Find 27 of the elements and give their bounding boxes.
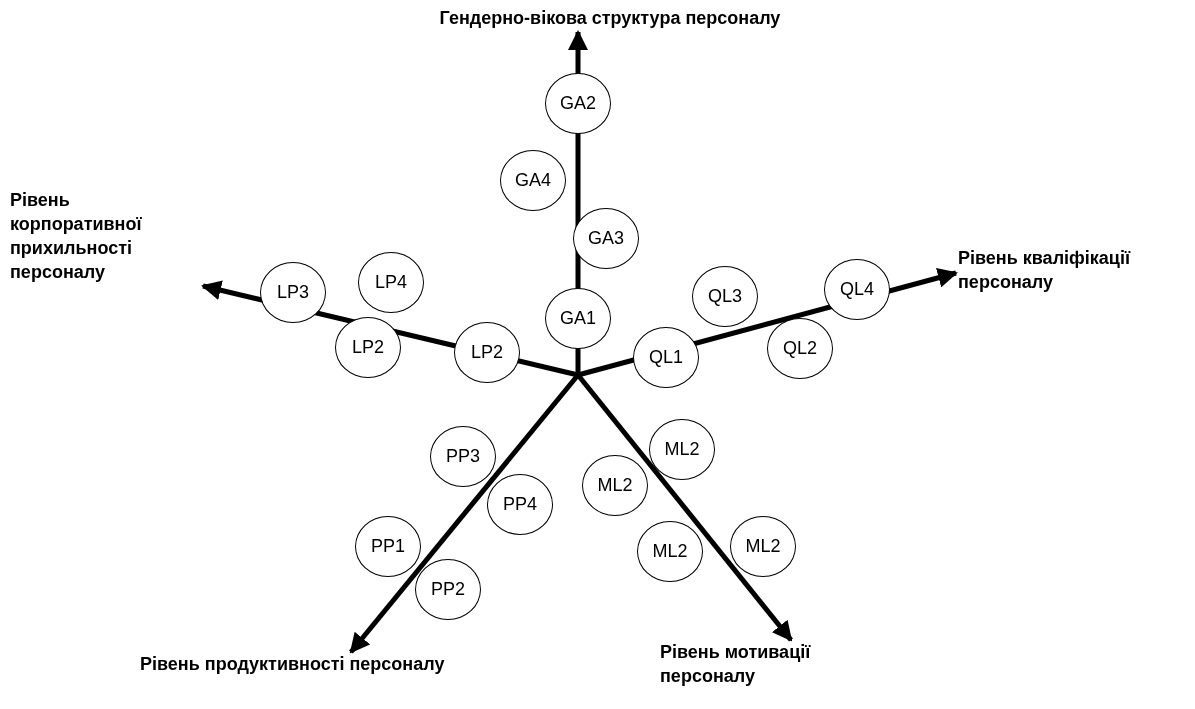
indicator-circle: PP4: [487, 474, 553, 535]
indicator-circle: LP2: [454, 322, 520, 383]
indicator-circle: ML2: [582, 455, 648, 516]
indicator-circle: GA1: [545, 288, 611, 349]
axis-label: Рівень продуктивності персоналу: [140, 652, 470, 676]
indicator-circle: QL1: [633, 327, 699, 388]
axis-label: Рівень корпоративної прихильності персоналу: [10, 188, 200, 284]
indicator-circle: LP2: [335, 317, 401, 378]
indicator-circle: PP2: [415, 559, 481, 620]
indicator-circle: GA3: [573, 208, 639, 269]
axis-label: Гендерно-вікова структура персоналу: [380, 6, 840, 30]
indicator-circle: QL3: [692, 266, 758, 327]
indicator-circle: LP3: [260, 262, 326, 323]
indicator-circle: QL2: [767, 318, 833, 379]
indicator-circle: ML2: [649, 419, 715, 480]
indicator-circle: GA2: [545, 73, 611, 134]
axis-arrow: [576, 373, 793, 642]
axis-label: Рівень мотивації персоналу: [660, 640, 875, 688]
indicator-circle: LP4: [358, 252, 424, 313]
indicator-circle: QL4: [824, 259, 890, 320]
indicator-circle: PP3: [430, 426, 496, 487]
indicator-circle: ML2: [637, 521, 703, 582]
axis-arrow: [349, 373, 580, 654]
indicator-circle: PP1: [355, 516, 421, 577]
indicator-circle: ML2: [730, 516, 796, 577]
indicator-circle: GA4: [500, 150, 566, 211]
axis-label: Рівень кваліфікації персоналу: [958, 246, 1188, 294]
